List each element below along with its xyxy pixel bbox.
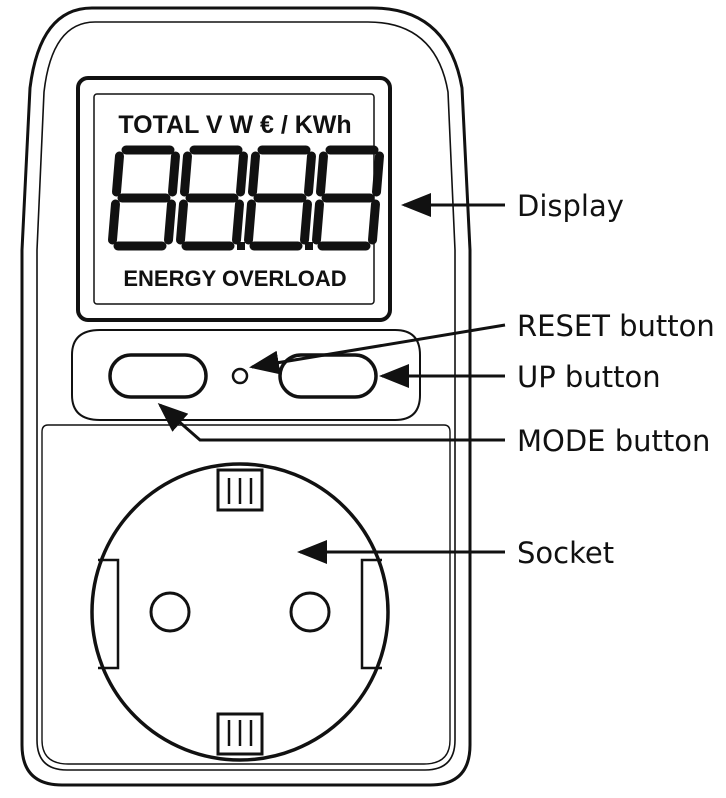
callout-arrows	[157, 193, 506, 564]
mode-label: MODE button	[517, 424, 710, 458]
socket-ground-clip-top-ribs	[227, 478, 253, 504]
lcd-digit-2-segment-b	[236, 151, 248, 197]
lcd-display: TOTAL V W € / KWh ENERGY OVERLOAD	[76, 76, 392, 322]
mode-arrow	[157, 403, 505, 442]
socket-pin-hole-right	[289, 591, 331, 633]
lcd-digit-1-segment-b	[168, 151, 180, 197]
lcd-bottom-legend: ENERGY OVERLOAD	[123, 266, 346, 291]
lcd-digit-3-segment-b	[304, 151, 316, 197]
lcd-digit-4-segment-c	[368, 199, 380, 245]
socket-side-notch-right	[360, 558, 382, 670]
callout-labels: Display RESET button UP button MODE butt…	[517, 189, 715, 570]
socket	[90, 462, 390, 762]
lcd-digit-4-segment-b	[372, 151, 384, 197]
lcd-digit-2-segment-f	[180, 151, 192, 197]
button-panel	[71, 329, 421, 421]
housing-lower-panel	[41, 424, 451, 765]
reset-arrow	[249, 323, 506, 375]
reset-button[interactable]	[231, 367, 249, 385]
lcd-digit-2-segment-e	[176, 199, 188, 245]
lcd-top-legend: TOTAL V W € / KWh	[118, 111, 351, 139]
lcd-digit-1-segment-e	[108, 199, 120, 245]
reset-label: RESET button	[517, 309, 715, 343]
up-label: UP button	[517, 360, 661, 394]
lcd-digit-1-segment-c	[164, 199, 176, 245]
mode-button[interactable]	[108, 353, 208, 399]
housing-outer-outline	[20, 6, 472, 787]
lcd-digit-1-segment-f	[112, 151, 124, 197]
button-panel-outline	[71, 329, 421, 421]
socket-label: Socket	[517, 536, 614, 570]
lcd-digit-3-segment-f	[248, 151, 260, 197]
lcd-digit-3-segment-e	[244, 199, 256, 245]
lcd-digit-4-segment-f	[316, 151, 328, 197]
device-housing	[20, 6, 472, 787]
display-label: Display	[517, 189, 624, 223]
socket-side-notch-left	[98, 558, 120, 670]
socket-pin-hole-left	[149, 591, 191, 633]
socket-rim	[90, 462, 390, 762]
lcd-digit-4-segment-e	[312, 199, 324, 245]
housing-inner-outline	[36, 21, 456, 771]
lcd-digit-3-segment-c	[300, 199, 312, 245]
lcd-digit-2-segment-c	[232, 199, 244, 245]
socket-ground-clip-bottom-ribs	[227, 720, 253, 746]
lcd-digit-readout	[108, 145, 384, 251]
lcd-digit-2-decimal-point	[237, 242, 245, 250]
lcd-digit-3-decimal-point	[305, 242, 313, 250]
